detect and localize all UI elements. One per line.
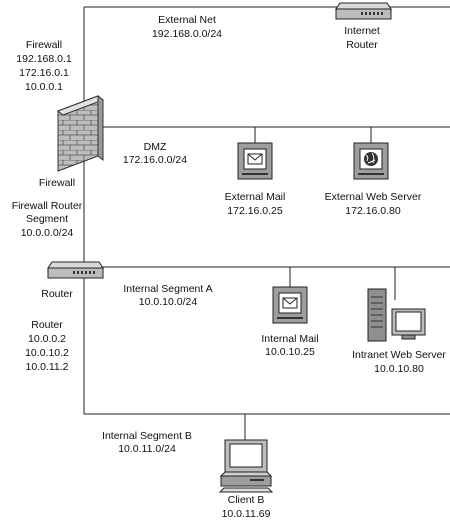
external-net-name: External Net — [158, 14, 216, 26]
external-mail-ip: 172.16.0.25 — [227, 205, 283, 217]
external-net-subnet: 192.168.0.0/24 — [152, 28, 222, 40]
mail-server-icon — [237, 142, 273, 180]
external-web-ip: 172.16.0.80 — [345, 205, 401, 217]
web-server-icon — [353, 142, 389, 180]
internet-router-label-2: Router — [346, 39, 378, 51]
firewall-icon — [57, 94, 104, 172]
router-title: Router — [31, 319, 63, 331]
router-ip-2: 10.0.10.2 — [25, 347, 69, 359]
client-b-name: Client B — [228, 494, 265, 506]
firewall-title: Firewall — [26, 39, 62, 51]
intranet-web-ip: 10.0.10.80 — [374, 363, 424, 375]
router-ip-1: 10.0.0.2 — [28, 333, 66, 345]
labels: External Net 192.168.0.0/24 Internet Rou… — [12, 14, 447, 520]
external-mail-name: External Mail — [225, 191, 286, 203]
dmz-subnet: 172.16.0.0/24 — [123, 154, 187, 166]
segment-a-subnet: 10.0.10.0/24 — [139, 296, 198, 308]
firewall-ip-internal: 10.0.0.1 — [25, 81, 63, 93]
router-caption: Router — [41, 288, 73, 300]
client-b-ip: 10.0.11.69 — [222, 508, 271, 520]
segment-a-name: Internal Segment A — [123, 283, 212, 295]
network-lines — [83, 6, 450, 440]
fw-router-segment-label-2: Segment — [26, 213, 68, 225]
segment-b-subnet: 10.0.11.0/24 — [118, 443, 176, 455]
internal-mail-name: Internal Mail — [261, 333, 318, 345]
fw-router-segment-subnet: 10.0.0.0/24 — [21, 227, 74, 239]
internal-mail-ip: 10.0.10.25 — [265, 346, 315, 358]
intranet-server-icon — [367, 288, 426, 342]
firewall-ip-external: 192.168.0.1 — [16, 53, 72, 65]
router-ip-3: 10.0.11.2 — [25, 361, 68, 373]
router-icon — [335, 2, 392, 20]
external-web-name: External Web Server — [325, 191, 422, 203]
dmz-name: DMZ — [144, 141, 167, 153]
desktop-pc-icon — [218, 439, 274, 493]
firewall-ip-dmz: 172.16.0.1 — [19, 67, 69, 79]
intranet-web-name: Intranet Web Server — [352, 349, 446, 361]
fw-router-segment-label-1: Firewall Router — [12, 200, 83, 212]
firewall-caption: Firewall — [39, 177, 75, 189]
internet-router-label-1: Internet — [344, 25, 380, 37]
mail-server-icon — [272, 286, 308, 324]
segment-b-name: Internal Segment B — [102, 430, 192, 442]
router-icon — [47, 261, 104, 279]
